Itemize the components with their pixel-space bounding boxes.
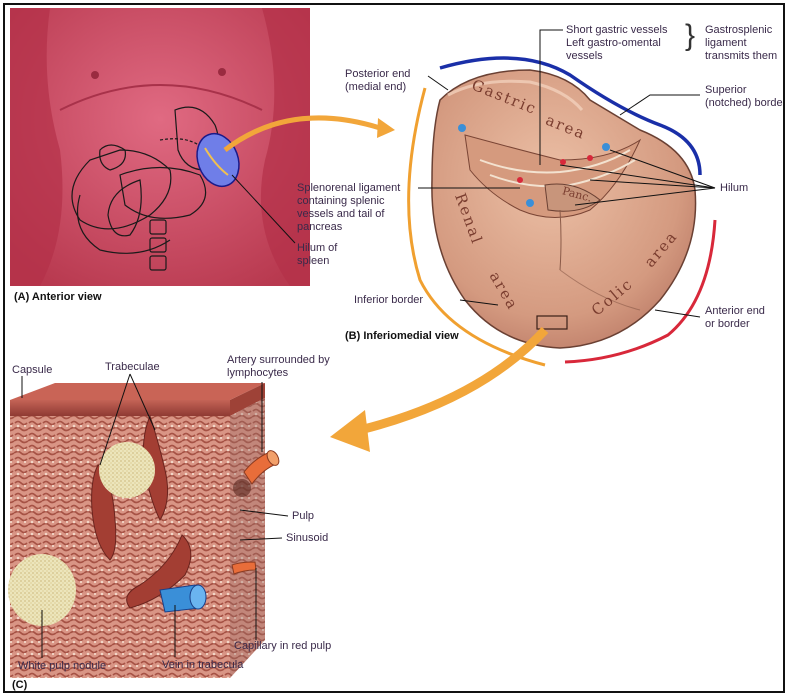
vein-icon	[160, 585, 206, 612]
label-superior-border: Superior (notched) borde	[705, 84, 783, 110]
label-hilum-of-spleen: Hilum of spleen	[297, 242, 337, 268]
label-white-pulp-nodule: White pulp nodule	[18, 660, 106, 673]
label-anterior-end: Anterior end or border	[705, 305, 765, 331]
label-trabeculae: Trabeculae	[105, 361, 160, 374]
label-capillary: Capillary in red pulp	[234, 640, 331, 653]
white-pulp-nodule-1	[99, 442, 155, 498]
panel-a-torso	[10, 8, 310, 286]
nipple-right-icon	[218, 68, 226, 76]
nipple-left-icon	[91, 71, 99, 79]
brace-icon: }	[685, 20, 695, 52]
caption-panel-a: (A) Anterior view	[14, 291, 102, 304]
label-short-gastric-vessels: Short gastric vessels Left gastro-omenta…	[566, 24, 667, 63]
caption-panel-b: (B) Inferiomedial view	[345, 330, 459, 343]
label-inferior-border: Inferior border	[354, 294, 423, 307]
label-artery: Artery surrounded by lymphocytes	[227, 354, 330, 380]
label-pulp: Pulp	[292, 510, 314, 523]
arrow-b-to-c	[360, 330, 545, 430]
label-posterior-end: Posterior end (medial end)	[345, 68, 410, 94]
label-splenorenal-ligament: Splenorenal ligament containing splenic …	[297, 182, 400, 234]
label-capsule: Capsule	[12, 364, 52, 377]
label-sinusoid: Sinusoid	[286, 532, 328, 545]
panel-c-tissue	[8, 374, 288, 678]
label-hilum: Hilum	[720, 182, 748, 195]
label-vein-in-trabecula: Vein in trabecula	[162, 659, 243, 672]
caption-panel-c: (C)	[12, 679, 27, 692]
label-gastrosplenic-ligament: Gastrosplenic ligament transmits them	[705, 24, 777, 63]
